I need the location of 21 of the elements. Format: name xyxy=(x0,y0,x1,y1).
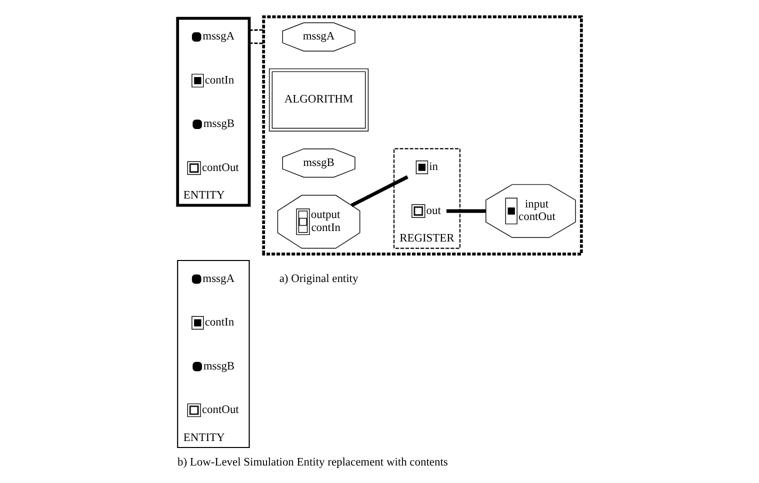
caption: b) Low-Level Simulation Entity replacement with contents xyxy=(177,456,448,468)
node-label: mssgA xyxy=(202,272,235,285)
node-label: mssgA xyxy=(202,30,235,43)
node-label: mssgB xyxy=(203,118,235,130)
cluster xyxy=(262,15,583,256)
node-label: mssgB xyxy=(203,360,235,372)
connector xyxy=(249,29,264,31)
node-label: out xyxy=(426,204,441,217)
connector xyxy=(249,42,264,44)
node-label: in xyxy=(429,161,438,174)
node-box xyxy=(192,316,204,330)
node-label: contOut xyxy=(202,404,239,416)
connector xyxy=(446,209,486,213)
node-label: contIn xyxy=(204,74,234,86)
label: a) Original entity xyxy=(279,272,358,285)
node-box xyxy=(416,160,428,174)
connector xyxy=(350,175,408,208)
node-label: contIn xyxy=(204,316,234,329)
node-label: contOut xyxy=(202,162,239,174)
node-box: ALGORITHM xyxy=(268,68,369,132)
node-box xyxy=(192,74,204,88)
